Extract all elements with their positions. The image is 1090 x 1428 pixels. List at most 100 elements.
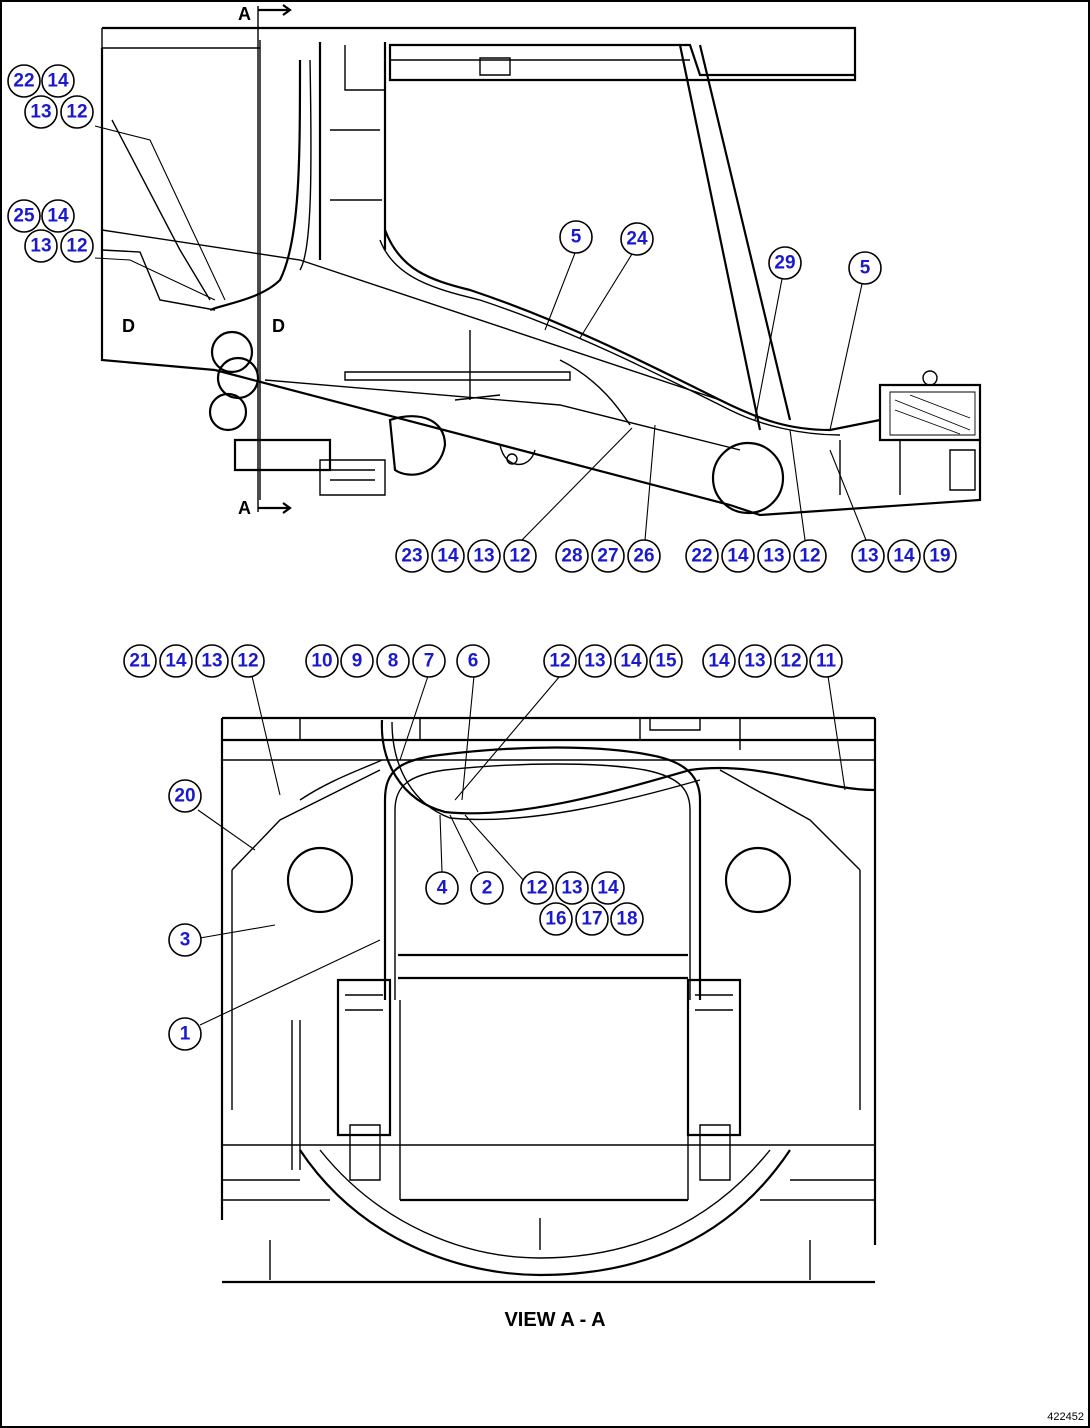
section-mark-a-top: A xyxy=(238,4,251,24)
callout-bubble: 13 xyxy=(851,539,885,573)
detail-mark-d-right: D xyxy=(272,316,285,336)
callout-bubble: 23 xyxy=(395,539,429,573)
callout-bubble: 8 xyxy=(376,644,410,678)
callout-bubble: 12 xyxy=(503,539,537,573)
callout-bubble: 14 xyxy=(591,871,625,905)
callout-bubble: 20 xyxy=(168,779,202,813)
callout-label: 13 xyxy=(30,102,51,123)
callout-bubble: 13 xyxy=(757,539,791,573)
callout-label: 14 xyxy=(597,878,619,899)
callout-label: 20 xyxy=(174,786,195,807)
callout-bubble: 14 xyxy=(721,539,755,573)
callout-bubble: 15 xyxy=(649,644,683,678)
callout-label: 14 xyxy=(437,546,459,567)
callout-label: 14 xyxy=(620,651,642,672)
callout-bubble: 1 xyxy=(168,1017,202,1051)
callout-bubble: 17 xyxy=(575,902,609,936)
callout-label: 21 xyxy=(129,651,151,672)
callout-bubble: 13 xyxy=(467,539,501,573)
callout-label: 12 xyxy=(799,546,820,567)
callout-label: 13 xyxy=(584,651,605,672)
side-view-drawing xyxy=(100,4,982,517)
callout-bubble: 12 xyxy=(543,644,577,678)
callout-bubble: 22 xyxy=(685,539,719,573)
callout-bubble: 13 xyxy=(738,644,772,678)
callout-bubble: 14 xyxy=(159,644,193,678)
callout-bubble: 22 xyxy=(7,64,41,98)
callout-label: 13 xyxy=(561,878,582,899)
callout-label: 8 xyxy=(388,651,399,672)
callout-bubble: 5 xyxy=(848,251,882,285)
callout-label: 12 xyxy=(66,102,87,123)
callout-label: 23 xyxy=(401,546,422,567)
callout-bubble: 12 xyxy=(520,871,554,905)
callout-bubble: 3 xyxy=(168,923,202,957)
callout-bubble: 11 xyxy=(809,644,843,678)
callout-bubble: 13 xyxy=(24,229,58,263)
callout-label: 13 xyxy=(857,546,878,567)
callout-bubble: 10 xyxy=(305,644,339,678)
callout-label: 12 xyxy=(237,651,258,672)
callout-bubble: 25 xyxy=(7,199,41,233)
detail-mark-d-left: D xyxy=(122,316,135,336)
callout-bubble: 13 xyxy=(578,644,612,678)
callout-label: 27 xyxy=(597,546,618,567)
callout-bubble: 14 xyxy=(41,64,75,98)
callout-label: 14 xyxy=(165,651,187,672)
callout-label: 14 xyxy=(47,71,69,92)
callout-label: 24 xyxy=(626,229,648,250)
section-view-drawing xyxy=(220,716,877,1284)
callout-label: 14 xyxy=(708,651,730,672)
callout-bubble: 12 xyxy=(793,539,827,573)
callout-bubble: 27 xyxy=(591,539,625,573)
bottom-leaders xyxy=(197,675,846,1026)
callout-label: 10 xyxy=(311,651,332,672)
callout-bubble: 13 xyxy=(555,871,589,905)
callout-label: 29 xyxy=(774,253,795,274)
callout-label: 3 xyxy=(180,930,191,951)
callout-bubble: 6 xyxy=(456,644,490,678)
callout-label: 12 xyxy=(549,651,570,672)
callout-label: 6 xyxy=(468,651,479,672)
callout-bubble: 2 xyxy=(470,871,504,905)
callout-bubble: 14 xyxy=(41,199,75,233)
callout-bubble: 13 xyxy=(195,644,229,678)
callout-label: 17 xyxy=(581,909,602,930)
callout-bubble: 29 xyxy=(768,246,802,280)
callout-bubble: 28 xyxy=(555,539,589,573)
callout-label: 28 xyxy=(561,546,582,567)
callout-bubble: 13 xyxy=(24,95,58,129)
callout-label: 12 xyxy=(526,878,547,899)
callout-label: 13 xyxy=(763,546,784,567)
drawing-code: 422452 xyxy=(1047,1411,1084,1423)
callout-label: 13 xyxy=(30,236,51,257)
callout-bubble: 12 xyxy=(60,229,94,263)
callout-label: 14 xyxy=(47,206,69,227)
callout-label: 12 xyxy=(780,651,801,672)
view-title: VIEW A - A xyxy=(504,1309,605,1331)
callout-label: 13 xyxy=(744,651,765,672)
callout-bubble: 24 xyxy=(620,222,654,256)
callout-bubble: 5 xyxy=(559,220,593,254)
callout-label: 9 xyxy=(352,651,363,672)
callout-label: 14 xyxy=(893,546,915,567)
callout-label: 14 xyxy=(727,546,749,567)
callout-bubble: 12 xyxy=(231,644,265,678)
callout-bubble: 26 xyxy=(627,539,661,573)
callout-label: 5 xyxy=(860,258,871,279)
callout-label: 18 xyxy=(616,909,637,930)
callout-label: 19 xyxy=(929,546,950,567)
callout-bubble: 12 xyxy=(60,95,94,129)
callout-label: 15 xyxy=(655,651,677,672)
callout-label: 13 xyxy=(201,651,222,672)
callout-bubble: 4 xyxy=(425,871,459,905)
callout-label: 13 xyxy=(473,546,494,567)
callout-bubble: 12 xyxy=(774,644,808,678)
callout-label: 11 xyxy=(816,651,837,672)
callout-bubble: 21 xyxy=(123,644,157,678)
callout-label: 12 xyxy=(66,236,87,257)
callout-bubble: 14 xyxy=(614,644,648,678)
callout-label: 22 xyxy=(691,546,712,567)
